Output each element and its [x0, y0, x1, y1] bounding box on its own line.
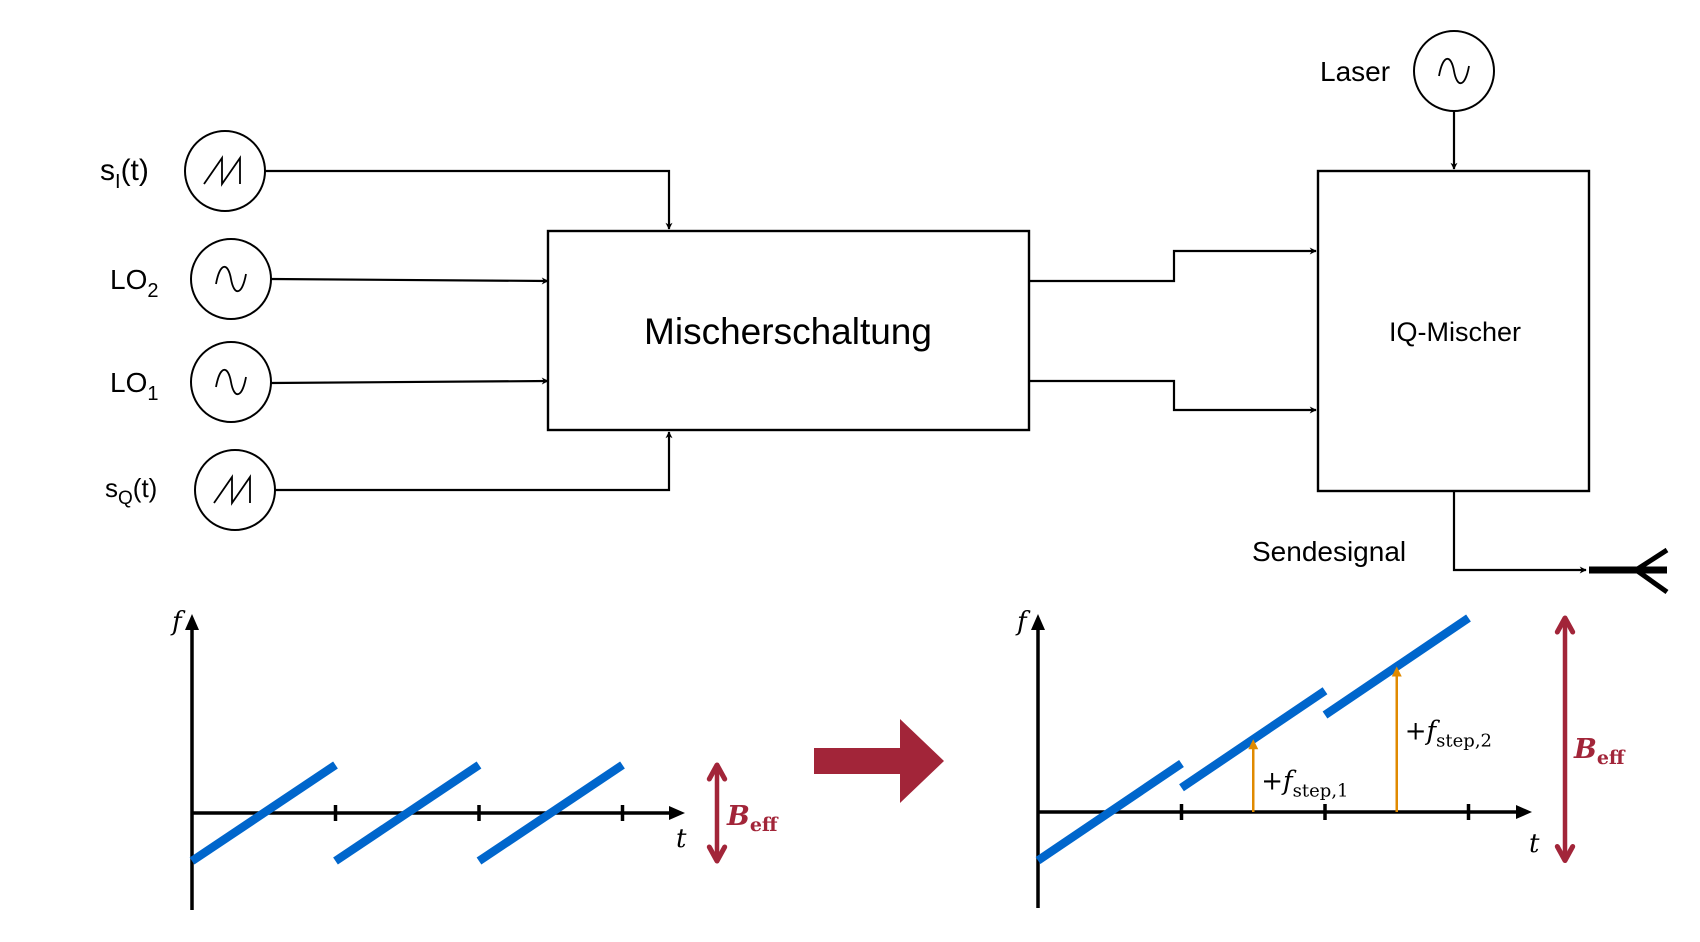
source-s-i-label: sI(t) — [100, 154, 149, 193]
chirp-ramp-ramp-1 — [189, 761, 338, 865]
frequency-step-label: +fstep,1 — [1261, 767, 1348, 802]
iq-mixer-block[interactable]: IQ-Mischer — [1316, 169, 1591, 493]
right-arrow-icon — [814, 719, 944, 803]
bandwidth-label: Beff — [726, 801, 779, 836]
iq-mixer-box — [1316, 169, 1591, 493]
wire-lo1-to-mixer — [270, 377, 549, 385]
source-s-i[interactable]: sI(t) — [100, 130, 266, 212]
wire-s-i-to-mixer — [265, 169, 673, 230]
frequency-step-arrowhead — [1248, 739, 1259, 750]
chart-before-stepping: f t Beff — [170, 607, 779, 910]
source-lo1-label: LO1 — [110, 367, 158, 405]
wire-s-q-to-mixer — [275, 431, 673, 492]
bandwidth-arrowhead-top — [1554, 615, 1576, 635]
x-axis-arrowhead — [669, 806, 685, 820]
bandwidth-arrowhead-bottom — [1554, 844, 1576, 863]
x-axis-label: t — [676, 824, 687, 854]
iq-mixer-label: IQ-Mischer — [1389, 317, 1521, 347]
y-axis-label: f — [1015, 607, 1031, 637]
frequency-step-label: +fstep,2 — [1405, 716, 1492, 751]
x-axis-arrowhead — [1516, 805, 1532, 819]
wire-iq-to-antenna — [1452, 491, 1587, 574]
chirp-ramp-ramp-1 — [1035, 759, 1184, 865]
output-label: Sendesignal — [1252, 536, 1406, 567]
x-axis-label: t — [1529, 829, 1540, 859]
y-axis-arrowhead — [1031, 614, 1045, 630]
chirp-ramp-ramp-2 — [333, 761, 482, 865]
sine-wave-icon — [1438, 57, 1470, 85]
mixer-circuit-label: Mischerschaltung — [644, 311, 932, 352]
source-lo1[interactable]: LO1 — [110, 341, 272, 423]
sine-wave-icon — [215, 265, 247, 293]
sawtooth-icon — [203, 155, 241, 187]
source-lo2-label: LO2 — [110, 264, 158, 302]
antenna-icon — [1589, 547, 1669, 595]
y-axis-label: f — [170, 607, 186, 637]
y-axis-arrowhead — [185, 614, 199, 630]
source-s-q[interactable]: sQ(t) — [105, 449, 276, 531]
mixer-circuit-block[interactable]: Mischerschaltung — [546, 229, 1031, 432]
signal-generator-circle — [184, 130, 266, 212]
signal-generator-circle — [194, 449, 276, 531]
sawtooth-icon — [213, 474, 251, 506]
wire-lo2-to-mixer — [270, 277, 549, 285]
source-s-q-label: sQ(t) — [105, 473, 157, 509]
wire-mixer-i-to-iq — [1029, 247, 1317, 283]
bandwidth-arrowhead-top — [706, 762, 728, 782]
laser-label: Laser — [1320, 56, 1390, 87]
source-lo2[interactable]: LO2 — [110, 238, 272, 320]
bandwidth-label: Beff — [1573, 734, 1626, 769]
sine-wave-icon — [215, 368, 247, 396]
wire-mixer-q-to-iq — [1029, 379, 1317, 414]
laser-source[interactable]: Laser — [1320, 30, 1495, 112]
bandwidth-arrowhead-bottom — [706, 844, 728, 864]
mixer-circuit-box — [546, 229, 1031, 432]
frequency-step-arrowhead — [1391, 666, 1402, 677]
chirp-ramp-ramp-3 — [476, 761, 625, 865]
